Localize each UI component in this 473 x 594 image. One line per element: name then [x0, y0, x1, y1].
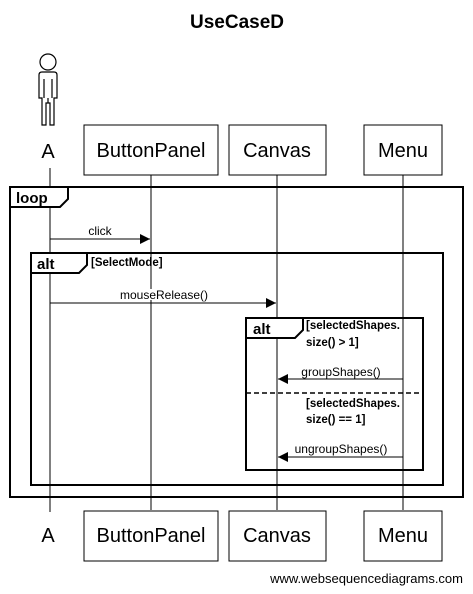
loop-frame: loop — [9, 186, 464, 498]
participant-menu-bottom: Menu — [363, 510, 443, 562]
diagram-title: UseCaseD — [190, 12, 284, 33]
message-groupshapes: groupShapes() — [278, 365, 403, 384]
participant-buttonpanel-bottom: ButtonPanel — [83, 510, 219, 562]
participant-menu-top: Menu — [363, 124, 443, 176]
participant-buttonpanel-top: ButtonPanel — [83, 124, 219, 176]
alt-frame-outer: alt [SelectMode] — [30, 252, 444, 486]
participant-menu-bottom-label: Menu — [378, 525, 428, 547]
participant-a-top-label: A — [41, 141, 55, 163]
participant-buttonpanel-bottom-label: ButtonPanel — [97, 525, 206, 547]
message-click-label: click — [88, 224, 112, 238]
alt-inner-guard-2-line2: size() == 1] — [306, 414, 366, 426]
alt-outer-keyword: alt — [37, 256, 55, 273]
alt-inner-keyword: alt — [253, 321, 271, 338]
alt-inner-guard-2-line1: [selectedShapes. — [306, 398, 400, 410]
participant-a-bottom-label: A — [41, 525, 55, 547]
lifelines — [49, 168, 404, 512]
participant-canvas-bottom-label: Canvas — [243, 525, 311, 547]
alt-frame-inner: alt [selectedShapes. size() > 1] [select… — [245, 317, 424, 471]
alt-inner-guard-1-line2: size() > 1] — [306, 337, 359, 349]
actor-icon — [38, 53, 58, 126]
message-ungroupshapes-label: ungroupShapes() — [295, 442, 388, 456]
loop-keyword: loop — [16, 190, 48, 207]
participant-canvas-bottom: Canvas — [228, 510, 327, 562]
alt-inner-guard-1-line1: [selectedShapes. — [306, 320, 400, 332]
message-mouserelease-label: mouseRelease() — [120, 288, 208, 302]
message-click: click — [50, 224, 150, 244]
message-ungroupshapes: ungroupShapes() — [278, 442, 403, 462]
footer-watermark: www.websequencediagrams.com — [269, 571, 463, 586]
message-groupshapes-label: groupShapes() — [301, 365, 380, 379]
message-mouserelease: mouseRelease() — [50, 288, 276, 308]
participant-buttonpanel-label: ButtonPanel — [97, 140, 206, 162]
participant-canvas-label: Canvas — [243, 140, 311, 162]
alt-outer-guard: [SelectMode] — [91, 257, 163, 269]
participant-canvas-top: Canvas — [228, 124, 327, 176]
participant-menu-label: Menu — [378, 140, 428, 162]
